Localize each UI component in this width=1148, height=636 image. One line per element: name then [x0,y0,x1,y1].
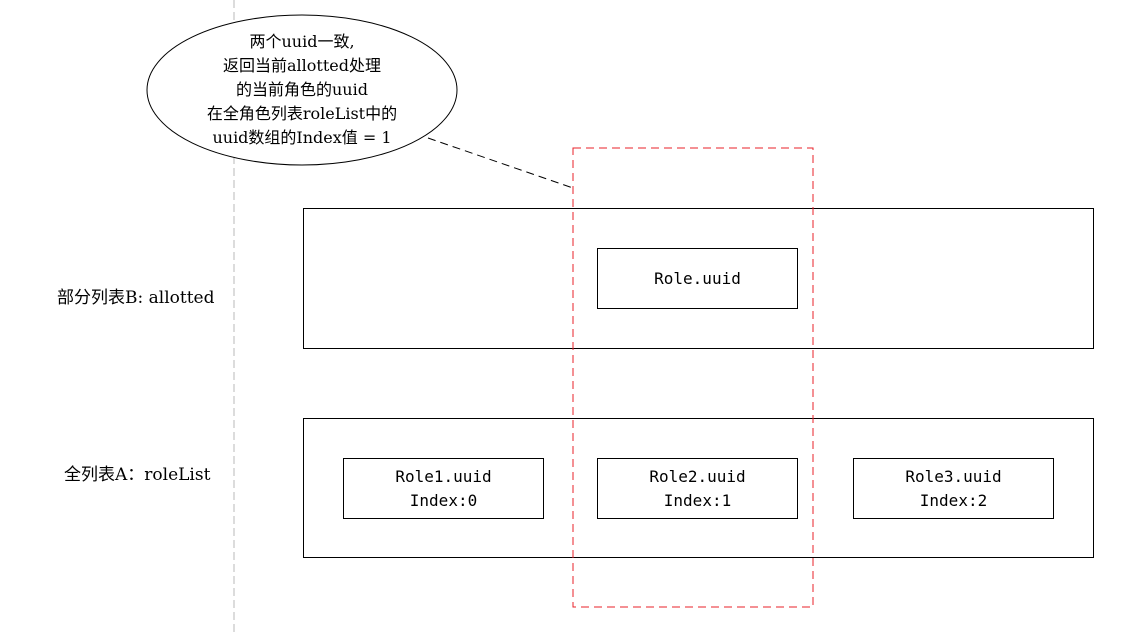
note-line: 的当前角色的uuid [236,80,368,99]
partial-list-role-box: Role.uuid [597,248,798,309]
role3-name: Role3.uuid [905,466,1002,486]
callout-ellipse [146,14,458,166]
note-line: 在全角色列表roleList中的 [206,104,398,123]
role1-index: Index:0 [409,490,478,510]
role-uuid-text: Role.uuid [654,268,741,288]
full-list-label: 全列表A：roleList [64,465,211,485]
role2-name: Role2.uuid [649,466,746,486]
note-line: 返回当前allotted处理 [223,56,381,75]
role2-box: Role2.uuid Index:1 [597,458,798,519]
note-line: uuid数组的Index值 = 1 [212,128,392,147]
role1-box: Role1.uuid Index:0 [343,458,544,519]
role3-box: Role3.uuid Index:2 [853,458,1054,519]
role3-index: Index:2 [919,490,988,510]
callout-note: 两个uuid一致, 返回当前allotted处理 的当前角色的uuid 在全角色… [146,15,458,165]
role2-index: Index:1 [663,490,732,510]
note-line: 两个uuid一致, [249,32,355,51]
role1-name: Role1.uuid [395,466,492,486]
partial-list-label: 部分列表B: allotted [57,288,215,308]
